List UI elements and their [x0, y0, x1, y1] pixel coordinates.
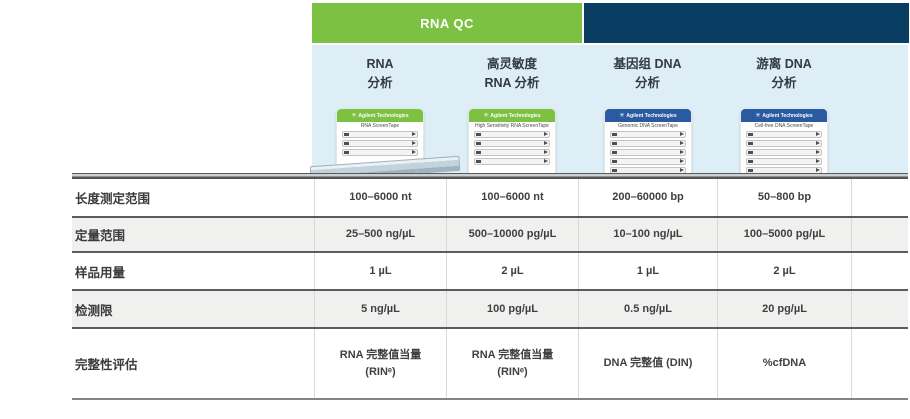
product-box-hs-rna-screentape: ✳ Agilent Technologies High Sensitivity … [468, 108, 556, 174]
table-row-detection-limit: 检测限 5 ng/µL 100 pg/µL 0.5 ng/µL 20 pg/µL [72, 291, 908, 329]
row-label: 完整性评估 [75, 358, 138, 372]
tape-strip [610, 131, 686, 138]
column-title-hs-rna: 高灵敏度 RNA 分析 [484, 57, 540, 90]
cell-value: 100–6000 nt [314, 179, 446, 216]
tape-strip [474, 149, 550, 156]
agilent-brand-label: Agilent Technologies [490, 112, 541, 119]
tape-strip [746, 140, 822, 147]
table-top-rule [72, 173, 908, 179]
product-box-header: ✳ Agilent Technologies [605, 109, 691, 122]
cell-empty [851, 179, 908, 216]
cell-value: 2 µL [717, 253, 851, 289]
cell-value: 500–10000 pg/µL [446, 218, 578, 251]
column-title-cfdna: 游离 DNA 分析 [756, 57, 812, 90]
tape-strip [342, 131, 418, 138]
cell-value: 2 µL [446, 253, 578, 289]
tape-strip [474, 158, 550, 165]
product-name-label: Cell-free DNA ScreenTape [754, 123, 814, 129]
tape-strip [474, 131, 550, 138]
tape-strip [342, 140, 418, 147]
product-box-rna-screentape: ✳ Agilent Technologies RNA ScreenTape [336, 108, 424, 174]
table-row-integrity-assessment: 完整性评估 RNA 完整值当量 (RINᵉ) RNA 完整值当量 (RINᵉ) … [72, 329, 908, 400]
tape-strips-graphic [605, 129, 691, 173]
product-box-header: ✳ Agilent Technologies [337, 109, 423, 122]
cell-empty [851, 329, 908, 398]
product-box-header: ✳ Agilent Technologies [469, 109, 555, 122]
agilent-spark-icon: ✳ [619, 112, 625, 119]
agilent-spark-icon: ✳ [755, 112, 761, 119]
tape-strip [746, 158, 822, 165]
cell-value: 1 µL [314, 253, 446, 289]
cell-value: RNA 完整值当量 (RINᵉ) [314, 329, 446, 398]
tape-strips-graphic [469, 129, 555, 165]
cell-value: 50–800 bp [717, 179, 851, 216]
agilent-brand-label: Agilent Technologies [626, 112, 677, 119]
row-label: 检测限 [75, 303, 113, 318]
tape-strip [610, 158, 686, 165]
row-label: 定量范围 [75, 229, 126, 243]
tape-strips-graphic [337, 129, 423, 156]
tape-strip [746, 149, 822, 156]
cell-empty [851, 253, 908, 289]
table-row-sample-volume: 样品用量 1 µL 2 µL 1 µL 2 µL [72, 253, 908, 291]
tape-strip [474, 140, 550, 147]
product-box-header: ✳ Agilent Technologies [741, 109, 827, 122]
cell-value: %cfDNA [717, 329, 851, 398]
row-label: 样品用量 [75, 265, 126, 280]
product-box-genomic-dna-screentape: ✳ Agilent Technologies Genomic DNA Scree… [604, 108, 692, 174]
tape-strip [746, 167, 822, 173]
agilent-spark-icon: ✳ [483, 112, 489, 119]
tape-strip [746, 131, 822, 138]
dna-qc-band [584, 3, 909, 43]
rna-qc-band: RNA QC [312, 3, 582, 43]
cell-value: 25–500 ng/µL [314, 218, 446, 251]
spec-table: 长度测定范围 100–6000 nt 100–6000 nt 200–60000… [72, 173, 908, 400]
cell-value: 200–60000 bp [578, 179, 717, 216]
cell-value: 10–100 ng/µL [578, 218, 717, 251]
product-box-cfdna-screentape: ✳ Agilent Technologies Cell-free DNA Scr… [740, 108, 828, 174]
product-name-label: Genomic DNA ScreenTape [618, 123, 678, 129]
cell-value: 100–5000 pg/µL [717, 218, 851, 251]
agilent-brand-label: Agilent Technologies [358, 112, 409, 119]
rna-qc-band-label: RNA QC [420, 15, 474, 31]
cell-value: 100–6000 nt [446, 179, 578, 216]
tape-strip [610, 140, 686, 147]
cell-value: RNA 完整值当量 (RINᵉ) [446, 329, 578, 398]
row-label: 长度测定范围 [75, 192, 151, 206]
cell-value: DNA 完整值 (DIN) [578, 329, 717, 398]
column-title-genomic-dna: 基因组 DNA 分析 [613, 57, 682, 90]
product-name-label: RNA ScreenTape [360, 123, 400, 129]
table-row-sizing-range: 长度测定范围 100–6000 nt 100–6000 nt 200–60000… [72, 179, 908, 218]
tape-strips-graphic [741, 129, 827, 173]
tape-strip [610, 149, 686, 156]
cell-value: 20 pg/µL [717, 291, 851, 327]
product-name-label: High Sensitivity RNA ScreenTape [475, 123, 549, 129]
cell-value: 100 pg/µL [446, 291, 578, 327]
tape-strip [610, 167, 686, 173]
agilent-brand-label: Agilent Technologies [762, 112, 813, 119]
tape-strip [342, 149, 418, 156]
agilent-spark-icon: ✳ [351, 112, 357, 119]
cell-empty [851, 291, 908, 327]
cell-value: 5 ng/µL [314, 291, 446, 327]
column-title-rna: RNA 分析 [366, 57, 394, 90]
cell-value: 1 µL [578, 253, 717, 289]
cell-empty [851, 218, 908, 251]
cell-value: 0.5 ng/µL [578, 291, 717, 327]
table-row-quant-range: 定量范围 25–500 ng/µL 500–10000 pg/µL 10–100… [72, 218, 908, 253]
